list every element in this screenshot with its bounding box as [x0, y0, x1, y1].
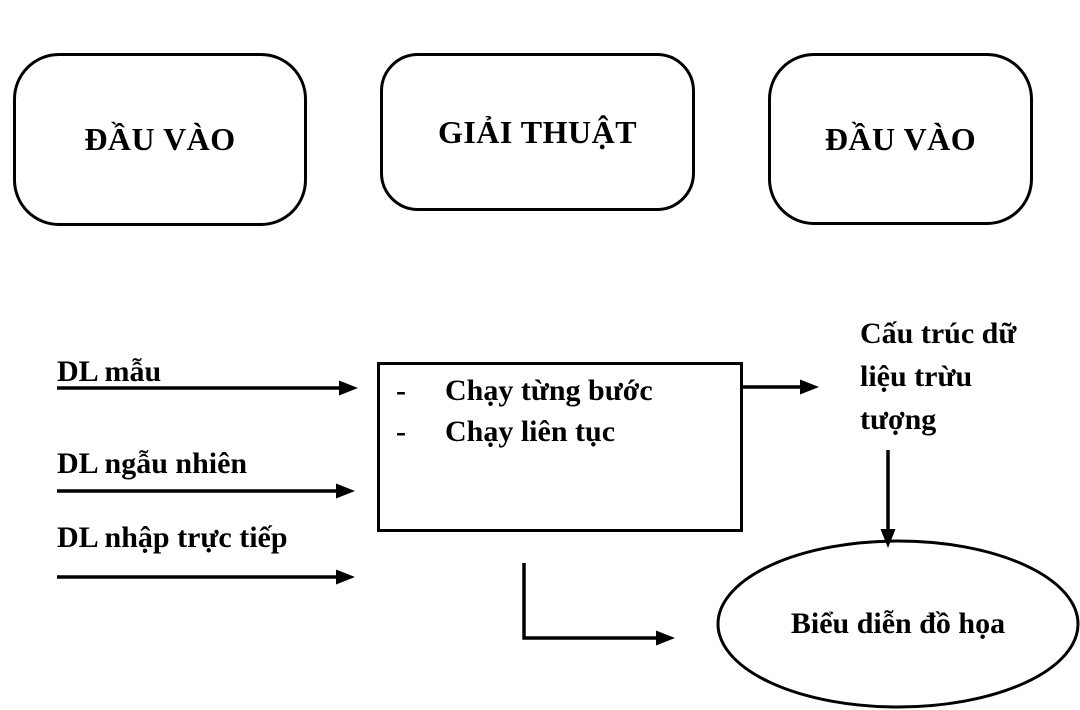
top-box-algorithm-label: GIẢI THUẬT — [437, 113, 638, 150]
input-label-random-data: DL ngẫu nhiên — [57, 447, 248, 480]
algorithm-option-step-by-step: - Chạy từng bước — [396, 370, 732, 411]
abstract-data-structure-line: tượng — [860, 403, 937, 436]
algorithm-option-continuous: - Chạy liên tục — [396, 411, 732, 452]
input-label-direct-entry-data: DL nhập trực tiếp — [57, 521, 288, 554]
arrow-box-to-graphic — [522, 563, 675, 646]
algorithm-option-label: Chạy liên tục — [445, 415, 616, 448]
abstract-data-structure-text: Cấu trúc dữ liệu trừu tượng — [860, 312, 1016, 441]
top-box-input-right-label: ĐẦU VÀO — [824, 120, 977, 157]
abstract-data-structure-line: liệu trừu — [860, 360, 973, 393]
graphic-output-label-text: Biểu diễn đồ họa — [790, 607, 1006, 640]
arrow-structure-to-graphic — [880, 450, 896, 548]
top-box-input-right: ĐẦU VÀO — [768, 53, 1033, 225]
algorithm-option-label: Chạy từng bước — [445, 374, 653, 407]
top-box-algorithm: GIẢI THUẬT — [380, 53, 695, 211]
input-label-sample-data: DL mẫu — [57, 355, 162, 388]
arrow-input-random — [57, 483, 355, 499]
abstract-data-structure-line: Cấu trúc dữ — [860, 317, 1017, 350]
top-box-input-left-label: ĐẦU VÀO — [84, 121, 236, 157]
arrow-input-direct — [57, 569, 355, 585]
arrow-to-data-structure — [742, 379, 819, 395]
top-box-input-left: ĐẦU VÀO — [13, 53, 307, 226]
bullet-dash: - — [396, 374, 406, 407]
bullet-dash: - — [396, 415, 406, 448]
algorithm-options-box: - Chạy từng bước - Chạy liên tục — [377, 362, 743, 532]
graphic-output-label: Biểu diễn đồ họa — [718, 541, 1078, 707]
